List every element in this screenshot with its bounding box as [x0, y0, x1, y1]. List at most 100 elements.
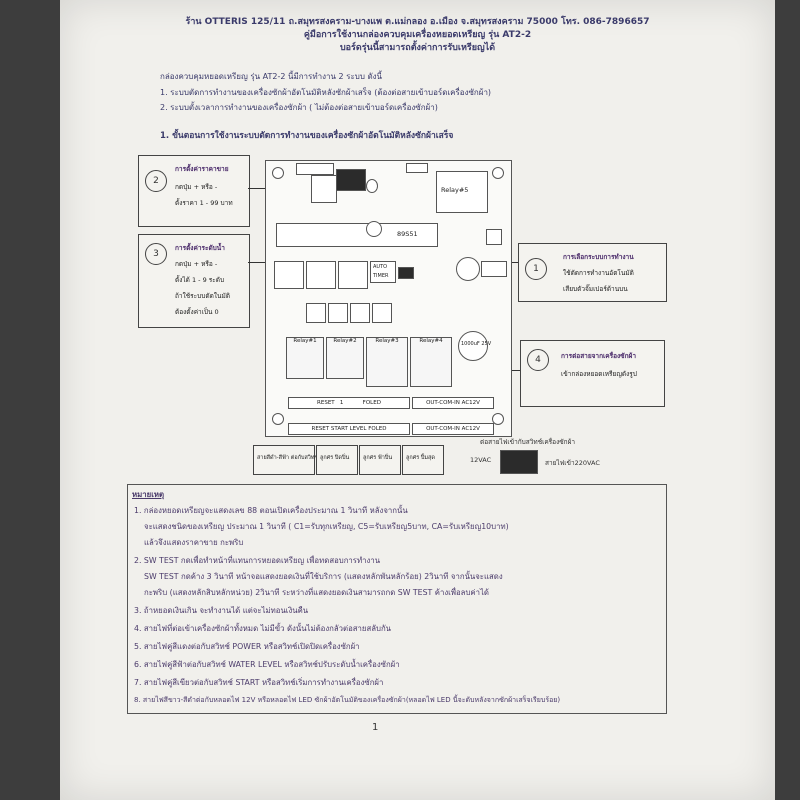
crystal — [366, 221, 382, 237]
terminal-label: 1 — [339, 400, 344, 406]
section-title: 1. ขั้นตอนการใช้งานระบบตัดการทำงานของเคร… — [160, 131, 454, 141]
note-line: SW TEST กดค้าง 3 วินาที หน้าจอแสดงยอดเงิ… — [144, 572, 503, 581]
relay-label: Relay#1 — [293, 338, 317, 344]
callout-number: 2 — [145, 170, 167, 192]
manual-subtitle: บอร์ดรุ่นนี้สามารถตั้งค่าการรับเหรียญได้ — [339, 43, 496, 53]
terminal-label: RESET — [311, 426, 330, 432]
wire-label-box: ลูกศร ฟ้าปิ่น — [359, 445, 401, 475]
mounting-hole — [272, 413, 284, 425]
wire-label: ลูกศร ปิ้มสุด — [406, 455, 435, 461]
wire-label: ลูกศร ฟ้าปิ่น — [363, 455, 393, 461]
callout-line: เข้ากล่องหยอดเหรียญดังรูป — [561, 370, 637, 378]
note-line: แล้วจึงแสดงราคาขาย กะพริบ — [144, 538, 244, 547]
callout-title: การตั้งค่าระดับน้ำ — [175, 244, 225, 252]
callout-title: การต่อสายจากเครื่องซักผ้า — [561, 352, 636, 360]
terminal-label: FOLED — [362, 400, 381, 406]
mode-switch[interactable]: AUTO TIMER — [370, 261, 396, 283]
wire-note-switch: ต่อสายไฟเข้ากับสวิทช์เครื่องซักผ้า — [480, 438, 576, 446]
capacitor-small — [366, 179, 378, 193]
auto-label: AUTO — [373, 264, 388, 270]
note-line: 2. SW TEST กดเพื่อทำหน้าที่แทนการหยอดเหร… — [134, 556, 381, 565]
terminal-label: FOLED — [368, 426, 387, 432]
terminal-label: AC12V — [461, 426, 480, 432]
leader-line — [248, 262, 266, 263]
note-line: 5. สายไฟคู่สีแดงต่อกับสวิทช์ POWER หรือส… — [134, 642, 360, 651]
terminal-label: RESET — [317, 400, 335, 406]
note-line: 1. กล่องหยอดเหรียญจะแสดงเลข 88 ตอนเปิดเค… — [134, 506, 408, 515]
relay-3: Relay#3 — [366, 337, 408, 387]
manual-title: คู่มือการใช้งานกล่องควบคุมเครื่องหยอดเหร… — [303, 30, 532, 40]
capacitor-large: 1000uF 25V — [458, 331, 492, 361]
terminal-label: START — [330, 426, 348, 432]
button-test[interactable] — [338, 261, 368, 289]
microcontroller-chip: 89S51 — [276, 223, 438, 247]
relay-label: Relay#2 — [333, 338, 357, 344]
fuse — [481, 261, 507, 277]
wire-label-box: ลูกศร ปิ้มสุด — [402, 445, 444, 475]
note-line: กะพริบ (แสดงหลักสิบหลักหน่วย) 2วินาที ระ… — [144, 588, 489, 597]
buzzer — [456, 257, 480, 281]
callout-number: 3 — [145, 243, 167, 265]
header-connector — [296, 163, 334, 175]
relay-label: Relay#4 — [419, 338, 443, 344]
callout-title: การตั้งค่าราคาขาย — [175, 165, 229, 173]
callout-line: กดปุ่ม + หรือ - — [175, 183, 218, 191]
chip-label: 89S51 — [397, 230, 418, 238]
terminal-block-top-right: OUT-COM-IN AC12V — [412, 397, 494, 409]
mounting-hole — [492, 167, 504, 179]
relay-label: Relay#5 — [441, 186, 469, 194]
note-line: 6. สายไฟคู่สีฟ้าต่อกับสวิทช์ WATER LEVEL… — [134, 660, 400, 669]
shop-line: ร้าน OTTERIS 125/11 ถ.สมุทรสงคราม-บางแพ … — [185, 17, 650, 27]
callout-mode: 1 การเลือกระบบการทำงาน ใช้ตัดการทำงานอัต… — [518, 243, 667, 302]
note-line: 8. สายไฟสีขาว-สีดำต่อกับหลอดไฟ 12V หรือห… — [134, 696, 561, 704]
relay-1: Relay#1 — [286, 337, 324, 379]
callout-line: ถ้าใช้ระบบตัดในมัติ — [175, 292, 230, 300]
callout-price: 2 การตั้งค่าราคาขาย กดปุ่ม + หรือ - ตั้ง… — [138, 155, 250, 227]
relay-small — [306, 303, 326, 323]
diode — [406, 163, 428, 173]
timer-label: TIMER — [373, 273, 389, 279]
callout-line: ใช้ตัดการทำงานอัตโนมัติ — [563, 269, 634, 277]
pcb-board: Relay#5 89S51 AUTO TIMER Relay#1 Relay#2… — [265, 160, 512, 437]
display-module — [336, 169, 366, 191]
terminal-label: AC12V — [461, 400, 480, 406]
power-plug — [500, 450, 538, 474]
potentiometer — [311, 175, 337, 203]
callout-wiring: 4 การต่อสายจากเครื่องซักผ้า เข้ากล่องหยอ… — [520, 340, 665, 407]
intro-item-1: 1. ระบบตัดการทำงานของเครื่องซักผ้าอัตโนม… — [160, 88, 492, 97]
relay-small — [350, 303, 370, 323]
button-plus[interactable] — [306, 261, 336, 289]
callout-number: 4 — [527, 349, 549, 371]
terminal-label: LEVEL — [349, 426, 367, 432]
relay-small — [328, 303, 348, 323]
callout-number: 1 — [525, 258, 547, 280]
notes-heading: หมายเหตุ — [132, 490, 165, 499]
note-line: จะแสดงชนิดของเหรียญ ประมาณ 1 วินาที ( C1… — [144, 522, 509, 531]
relay-4: Relay#4 — [410, 337, 452, 387]
wire-label: สายสีดำ-สีฟ้า ต่อกับสวิทช์ไฟ — [257, 455, 325, 461]
callout-line: ต้องตั้งค่าเป็น 0 — [175, 308, 219, 316]
wire-note-12v: 12VAC — [470, 456, 492, 464]
wire-label-box: สายสีดำ-สีฟ้า ต่อกับสวิทช์ไฟ — [253, 445, 325, 475]
intro-item-2: 2. ระบบตั้งเวลาการทำงานของเครื่องซักผ้า … — [160, 103, 438, 112]
terminal-block-bottom: RESET START LEVEL FOLED — [288, 423, 410, 435]
wire-note-power: สายไฟเข้า220VAC — [545, 459, 600, 467]
intro-line: กล่องควบคุมหยอดเหรียญ รุ่น AT2-2 นี้มีกา… — [160, 72, 383, 81]
transistor — [486, 229, 502, 245]
terminal-label: OUT-COM-IN — [426, 426, 460, 432]
note-line: 7. สายไฟคู่สีเขียวต่อกับสวิทช์ START หรื… — [134, 678, 384, 687]
relay-label: Relay#3 — [375, 338, 399, 344]
terminal-label: OUT-COM-IN — [426, 400, 460, 406]
callout-water-level: 3 การตั้งค่าระดับน้ำ กดปุ่ม + หรือ - ตั้… — [138, 234, 250, 328]
notes-box: หมายเหตุ 1. กล่องหยอดเหรียญจะแสดงเลข 88 … — [127, 484, 667, 714]
terminal-block-top: RESET 1 FOLED — [288, 397, 410, 409]
button-minus[interactable] — [274, 261, 304, 289]
relay-top: Relay#5 — [436, 171, 488, 213]
relay-2: Relay#2 — [326, 337, 364, 379]
wire-label-box: ลูกศร ปิดปิ่น — [316, 445, 358, 475]
wire-label: ลูกศร ปิดปิ่น — [320, 455, 350, 461]
jumper[interactable] — [398, 267, 414, 279]
capacitor-label: 1000uF 25V — [461, 341, 492, 347]
callout-line: กดปุ่ม + หรือ - — [175, 260, 218, 268]
mounting-hole — [492, 413, 504, 425]
